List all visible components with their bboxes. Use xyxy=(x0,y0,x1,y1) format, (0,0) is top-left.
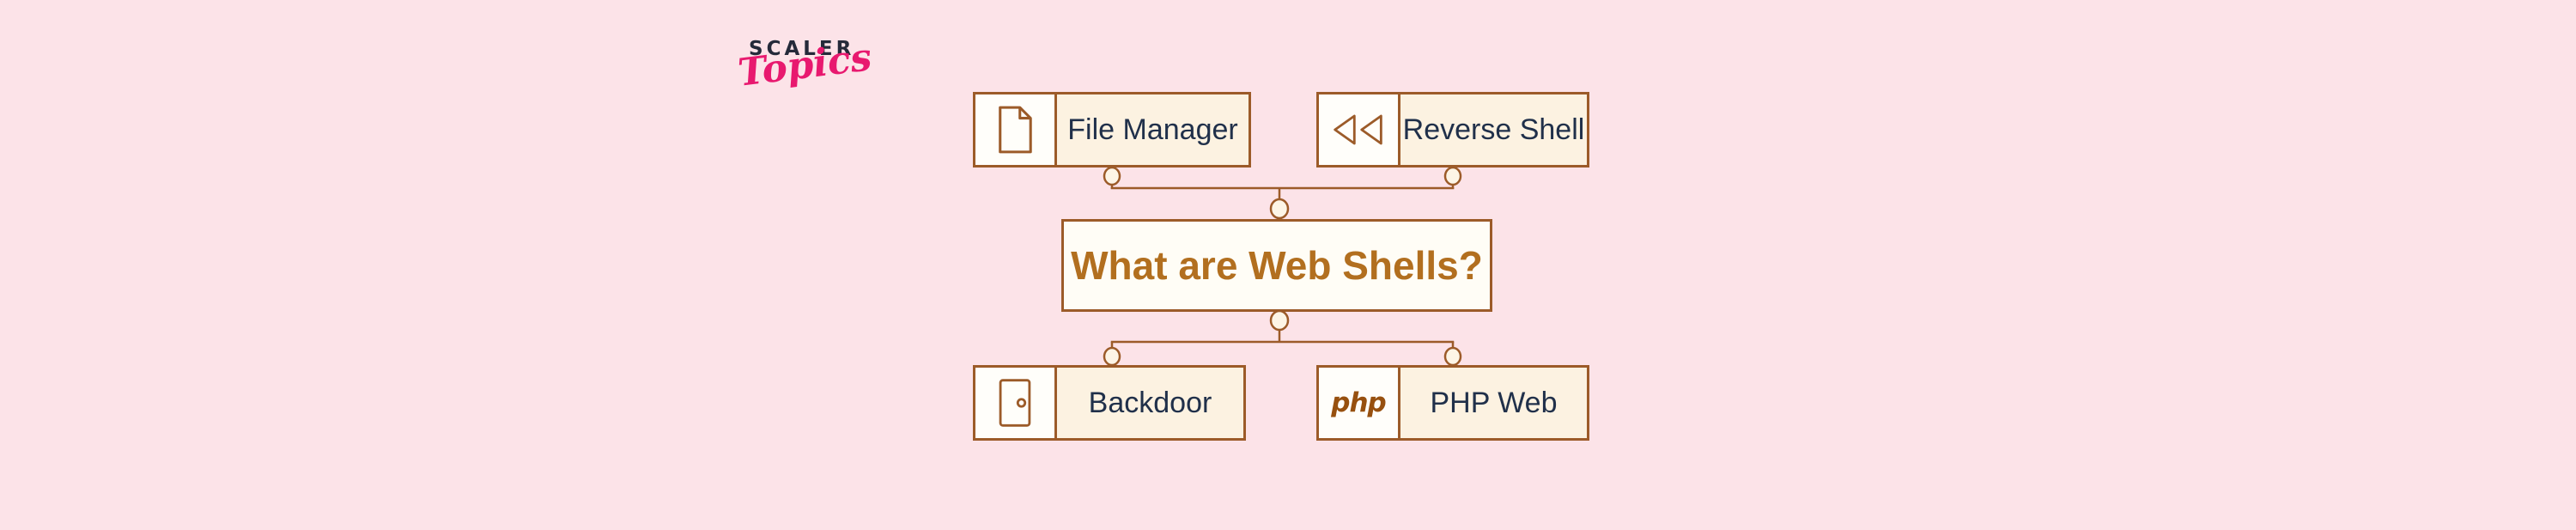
junction-node xyxy=(1269,198,1290,220)
node-label: PHP Web xyxy=(1400,368,1587,438)
node-backdoor: Backdoor xyxy=(973,365,1246,441)
junction-node xyxy=(1443,346,1462,367)
rewind-icon xyxy=(1319,94,1400,165)
node-file-manager: File Manager xyxy=(973,92,1251,168)
php-icon-text: php xyxy=(1331,387,1386,418)
junction-node xyxy=(1103,166,1121,186)
file-icon xyxy=(975,94,1057,165)
junction-node xyxy=(1269,309,1290,332)
center-question-title: What are Web Shells? xyxy=(1071,243,1483,288)
node-label: Backdoor xyxy=(1057,368,1243,438)
node-label: Reverse Shell xyxy=(1400,94,1587,165)
node-label: File Manager xyxy=(1057,94,1249,165)
node-php-web: php PHP Web xyxy=(1316,365,1589,441)
php-icon: php xyxy=(1319,368,1400,438)
junction-node xyxy=(1103,346,1121,367)
scaler-topics-logo: SCALER Topics xyxy=(736,35,883,95)
door-icon xyxy=(975,368,1057,438)
node-reverse-shell: Reverse Shell xyxy=(1316,92,1589,168)
center-question-box: What are Web Shells? xyxy=(1061,219,1492,312)
logo-brand-text: SCALER xyxy=(749,38,855,60)
junction-node xyxy=(1443,166,1462,186)
